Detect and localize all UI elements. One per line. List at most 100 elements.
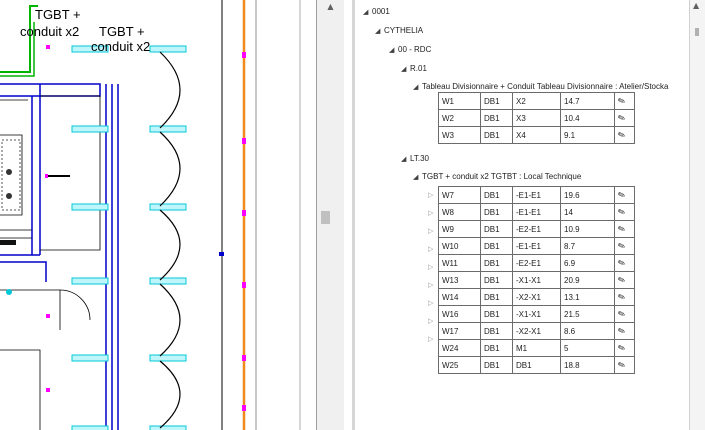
table-row[interactable]: W16 DB1 -X1-X1 21.5 ✎ [438, 305, 635, 323]
scrollbar-thumb[interactable] [321, 211, 330, 224]
edit-cell[interactable]: ✎ [614, 220, 635, 238]
pen-icon[interactable]: ✎ [616, 205, 627, 218]
edit-cell[interactable]: ✎ [614, 305, 635, 323]
triangle-right-icon[interactable]: ▷ [428, 192, 434, 199]
edit-cell[interactable]: ✎ [614, 254, 635, 272]
table-row[interactable]: W17 DB1 -X2-X1 8.6 ✎ [438, 322, 635, 340]
cable-length: 13.1 [560, 288, 615, 306]
cable-tree-panel[interactable]: ◢0001 ◢CYTHELIA ◢00 - RDC ◢R.01 ◢Tableau… [355, 0, 689, 430]
vertical-scrollbar[interactable]: ▲ [316, 0, 344, 430]
triangle-down-icon[interactable]: ◢ [401, 66, 407, 73]
table-row[interactable]: W13 DB1 -X1-X1 20.9 ✎ [438, 271, 635, 289]
tree-scrollbar[interactable]: ▲ [689, 0, 705, 430]
triangle-down-icon[interactable]: ◢ [363, 9, 369, 16]
triangle-right-icon[interactable]: ▷ [428, 210, 434, 217]
tree-node-site[interactable]: ◢CYTHELIA [375, 25, 423, 37]
triangle-right-icon[interactable]: ▷ [428, 282, 434, 289]
tree-node-board-r01[interactable]: ◢Tableau Divisionnaire + Conduit Tableau… [413, 81, 668, 93]
cad-label-conduit: conduit x2 [20, 24, 80, 39]
edit-cell[interactable]: ✎ [614, 356, 635, 374]
cable-length: 5 [560, 339, 615, 357]
pen-icon[interactable]: ✎ [616, 111, 627, 124]
pen-icon[interactable]: ✎ [616, 188, 627, 201]
triangle-right-icon[interactable]: ▷ [428, 228, 434, 235]
table-row[interactable]: W25 DB1 DB1 18.8 ✎ [438, 356, 635, 374]
panel-splitter[interactable] [352, 0, 355, 430]
tree-node-label: R.01 [410, 64, 427, 73]
cable-id: W25 [438, 356, 481, 374]
edit-cell[interactable]: ✎ [614, 109, 635, 127]
edit-cell[interactable]: ✎ [614, 92, 635, 110]
table-row[interactable]: W14 DB1 -X2-X1 13.1 ✎ [438, 288, 635, 306]
tree-node-level[interactable]: ◢00 - RDC [389, 44, 431, 56]
pen-icon[interactable]: ✎ [616, 324, 627, 337]
cable-source: DB1 [480, 92, 513, 110]
tree-node-label: 0001 [372, 7, 390, 16]
tree-node-root[interactable]: ◢0001 [363, 6, 390, 18]
table-row[interactable]: W11 DB1 -E2-E1 6.9 ✎ [438, 254, 635, 272]
pen-icon[interactable]: ✎ [616, 256, 627, 269]
table-row[interactable]: W8 DB1 -E1-E1 14 ✎ [438, 203, 635, 221]
cable-length: 18.8 [560, 356, 615, 374]
triangle-down-icon[interactable]: ◢ [413, 84, 419, 91]
pen-icon[interactable]: ✎ [616, 128, 627, 141]
triangle-down-icon[interactable]: ◢ [413, 174, 419, 181]
cable-id: W17 [438, 322, 481, 340]
cable-length: 10.9 [560, 220, 615, 238]
triangle-down-icon[interactable]: ◢ [375, 28, 381, 35]
triangle-right-icon[interactable]: ▷ [428, 246, 434, 253]
cable-id: W2 [438, 109, 481, 127]
pen-icon[interactable]: ✎ [616, 239, 627, 252]
cable-target: -X1-X1 [512, 305, 561, 323]
cable-id: W14 [438, 288, 481, 306]
cable-source: DB1 [480, 109, 513, 127]
cable-source: DB1 [480, 322, 513, 340]
table-row[interactable]: W3 DB1 X4 9.1 ✎ [438, 126, 635, 144]
cable-length: 14 [560, 203, 615, 221]
table-row[interactable]: W10 DB1 -E1-E1 8.7 ✎ [438, 237, 635, 255]
chevron-up-icon[interactable]: ▲ [693, 1, 700, 10]
scrollbar-thumb[interactable] [695, 28, 699, 36]
cable-source: DB1 [480, 288, 513, 306]
cable-length: 6.9 [560, 254, 615, 272]
pen-icon[interactable]: ✎ [616, 341, 627, 354]
edit-cell[interactable]: ✎ [614, 126, 635, 144]
table-row[interactable]: W7 DB1 -E1-E1 19.6 ✎ [438, 186, 635, 204]
triangle-right-icon[interactable]: ▷ [428, 300, 434, 307]
triangle-right-icon[interactable]: ▷ [428, 318, 434, 325]
cable-target: -X1-X1 [512, 271, 561, 289]
table-row[interactable]: W2 DB1 X3 10.4 ✎ [438, 109, 635, 127]
cad-label-conduit: conduit x2 [91, 39, 151, 54]
tree-node-room-lt30[interactable]: ◢LT.30 [401, 153, 429, 165]
pen-icon[interactable]: ✎ [616, 94, 627, 107]
chevron-up-icon[interactable]: ▲ [327, 2, 334, 11]
pen-icon[interactable]: ✎ [616, 290, 627, 303]
edit-cell[interactable]: ✎ [614, 271, 635, 289]
cad-drawing-view[interactable]: TGBT + conduit x2 TGBT + conduit x2 [0, 0, 316, 430]
triangle-down-icon[interactable]: ◢ [401, 156, 407, 163]
pen-icon[interactable]: ✎ [616, 222, 627, 235]
triangle-right-icon[interactable]: ▷ [428, 336, 434, 343]
edit-cell[interactable]: ✎ [614, 339, 635, 357]
triangle-right-icon[interactable]: ▷ [428, 264, 434, 271]
edit-cell[interactable]: ✎ [614, 322, 635, 340]
tree-node-label: 00 - RDC [398, 45, 432, 54]
pen-icon[interactable]: ✎ [616, 358, 627, 371]
cable-length: 8.6 [560, 322, 615, 340]
tree-node-board-lt30[interactable]: ◢TGBT + conduit x2 TGTBT : Local Techniq… [413, 171, 581, 183]
cable-id: W7 [438, 186, 481, 204]
edit-cell[interactable]: ✎ [614, 237, 635, 255]
pen-icon[interactable]: ✎ [616, 307, 627, 320]
table-row[interactable]: W1 DB1 X2 14.7 ✎ [438, 92, 635, 110]
edit-cell[interactable]: ✎ [614, 186, 635, 204]
cable-source: DB1 [480, 126, 513, 144]
edit-cell[interactable]: ✎ [614, 203, 635, 221]
tree-node-room-r01[interactable]: ◢R.01 [401, 63, 427, 75]
table-row[interactable]: W24 DB1 M1 5 ✎ [438, 339, 635, 357]
edit-cell[interactable]: ✎ [614, 288, 635, 306]
pen-icon[interactable]: ✎ [616, 273, 627, 286]
triangle-down-icon[interactable]: ◢ [389, 47, 395, 54]
table-row[interactable]: W9 DB1 -E2-E1 10.9 ✎ [438, 220, 635, 238]
cable-target: X2 [512, 92, 561, 110]
cable-id: W3 [438, 126, 481, 144]
